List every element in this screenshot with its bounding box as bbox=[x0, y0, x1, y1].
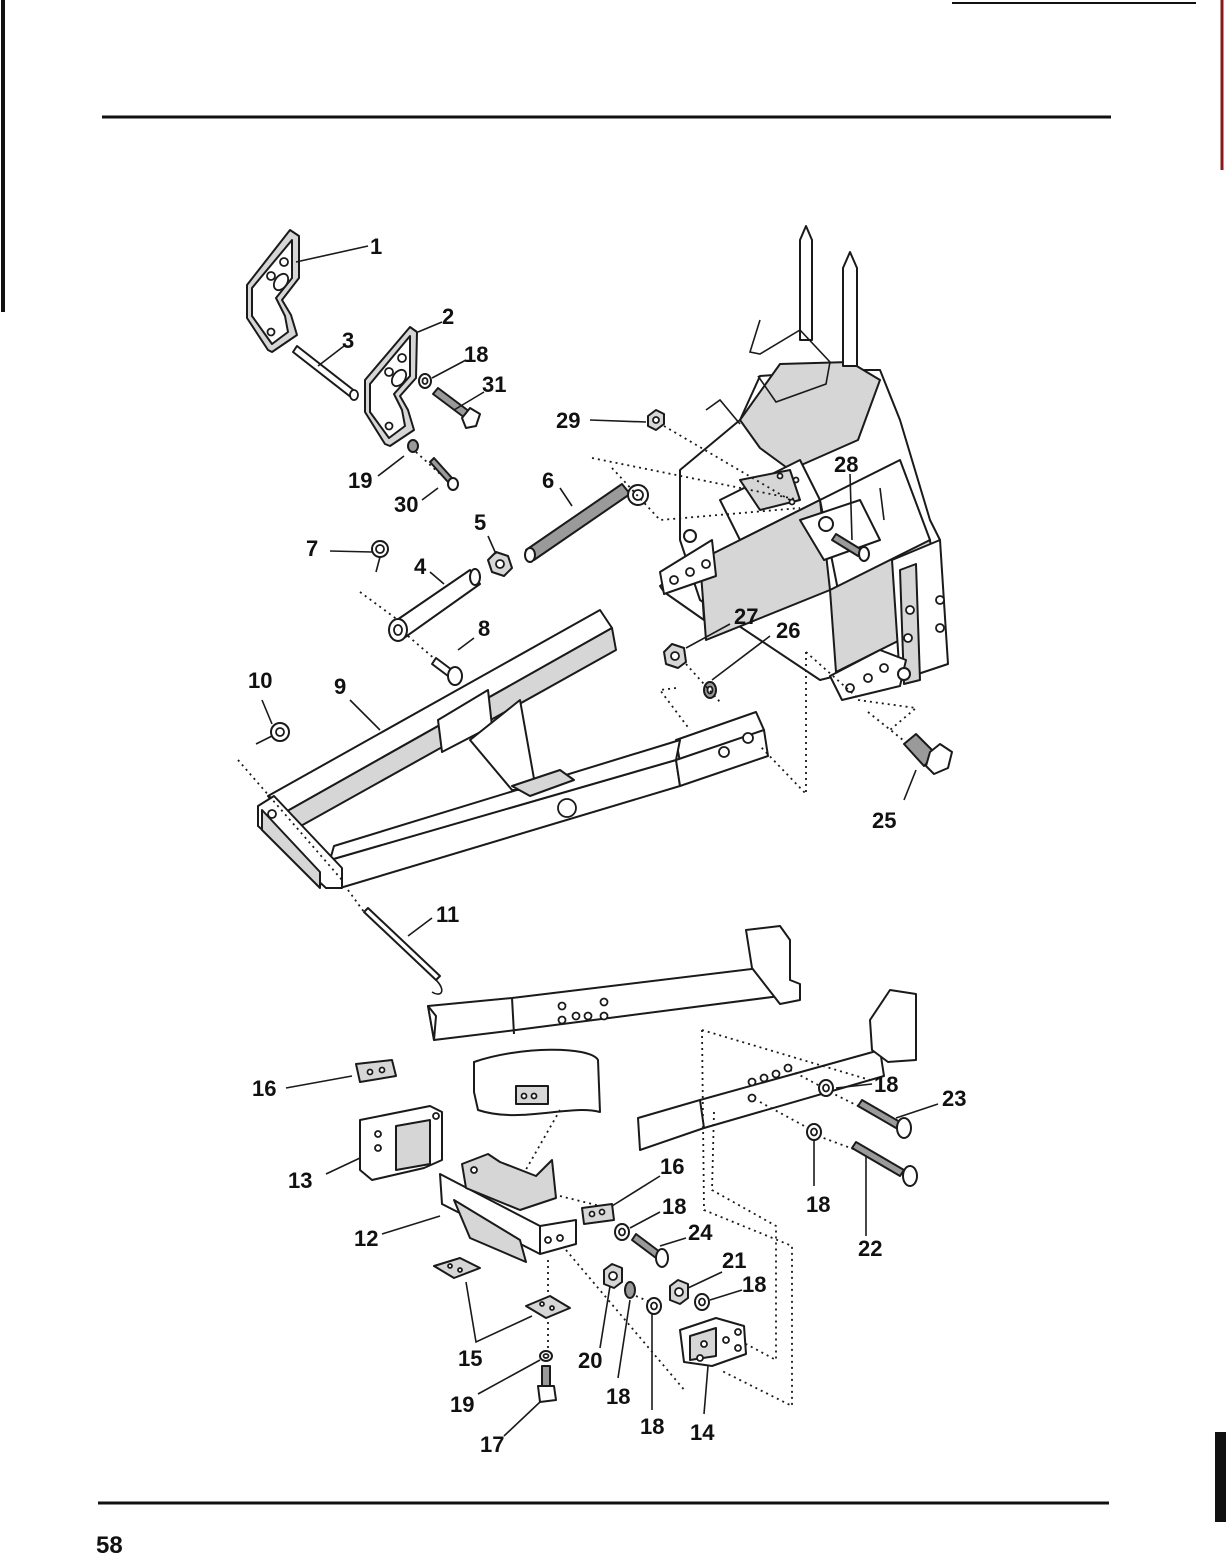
callout-label-18: 18 bbox=[662, 1194, 686, 1219]
part-13-bracket bbox=[360, 1106, 442, 1180]
callout-label-29: 29 bbox=[556, 408, 580, 433]
callout-label-22: 22 bbox=[858, 1236, 882, 1261]
part-6-threaded-rod bbox=[525, 484, 648, 562]
frame-rail-lower bbox=[638, 990, 916, 1150]
part-18-washer-bottom bbox=[540, 1351, 552, 1361]
callout-label-1: 1 bbox=[370, 234, 382, 259]
part-30-bolt bbox=[430, 458, 458, 490]
part-5-nut bbox=[488, 552, 512, 576]
part-22-bolt bbox=[852, 1142, 917, 1186]
part-16-block-right bbox=[582, 1204, 614, 1224]
part-18-washer-lower bbox=[647, 1298, 661, 1314]
callout-label-18: 18 bbox=[606, 1384, 630, 1409]
callout-label-6: 6 bbox=[542, 468, 554, 493]
part-1-hitch-plate bbox=[247, 230, 299, 352]
callout-label-18: 18 bbox=[640, 1414, 664, 1439]
part-23-bolt bbox=[858, 1100, 911, 1138]
callout-label-5: 5 bbox=[474, 510, 486, 535]
part-16-block-left bbox=[356, 1060, 396, 1082]
callout-label-20: 20 bbox=[578, 1348, 602, 1373]
part-19-lockwasher-lower bbox=[625, 1282, 635, 1298]
callout-label-31: 31 bbox=[482, 372, 506, 397]
callout-label-25: 25 bbox=[872, 808, 896, 833]
callout-label-9: 9 bbox=[334, 674, 346, 699]
callout-label-28: 28 bbox=[834, 452, 858, 477]
page-number: 58 bbox=[96, 1532, 123, 1560]
part-7-ring-pin bbox=[372, 541, 388, 572]
callout-label-16: 16 bbox=[252, 1076, 276, 1101]
callout-label-2: 2 bbox=[442, 304, 454, 329]
callout-label-12: 12 bbox=[354, 1226, 378, 1251]
part-25-bolt bbox=[904, 734, 952, 774]
part-8-bolt bbox=[432, 658, 462, 685]
callout-label-16: 16 bbox=[660, 1154, 684, 1179]
part-15-plate-b bbox=[526, 1296, 570, 1318]
right-edge-block bbox=[1215, 1432, 1226, 1522]
callout-label-18: 18 bbox=[806, 1192, 830, 1217]
callout-label-10: 10 bbox=[248, 668, 272, 693]
part-18-washer-top bbox=[419, 374, 431, 388]
part-29-nut bbox=[648, 410, 664, 430]
part-11-rod bbox=[364, 908, 442, 994]
detail-inset bbox=[474, 1050, 600, 1115]
callout-label-26: 26 bbox=[776, 618, 800, 643]
part-17-bolt bbox=[538, 1366, 556, 1402]
callout-label-19: 19 bbox=[450, 1392, 474, 1417]
callout-label-24: 24 bbox=[688, 1220, 713, 1245]
part-18-washer-right-a bbox=[819, 1080, 833, 1096]
callout-label-18: 18 bbox=[874, 1072, 898, 1097]
part-21-nut bbox=[670, 1280, 688, 1304]
callout-label-18: 18 bbox=[464, 342, 488, 367]
callout-label-7: 7 bbox=[306, 536, 318, 561]
part-3-pin bbox=[293, 346, 358, 400]
part-9-a-frame bbox=[258, 610, 768, 888]
callout-label-23: 23 bbox=[942, 1086, 966, 1111]
callout-label-18: 18 bbox=[742, 1272, 766, 1297]
callout-label-13: 13 bbox=[288, 1168, 312, 1193]
part-19-lockwasher bbox=[408, 440, 418, 452]
part-18-washer-right-b bbox=[807, 1124, 821, 1140]
part-10-ring-pin bbox=[256, 723, 289, 744]
hitch-housing bbox=[660, 362, 948, 700]
callout-label-11: 11 bbox=[436, 902, 459, 927]
part-4-collar-pin bbox=[389, 569, 480, 641]
part-18-washer-mid bbox=[615, 1224, 629, 1240]
callout-label-17: 17 bbox=[480, 1432, 504, 1457]
part-20-nut bbox=[604, 1264, 622, 1288]
callout-label-15: 15 bbox=[458, 1346, 482, 1371]
callout-label-19: 19 bbox=[348, 468, 372, 493]
callout-label-21: 21 bbox=[722, 1248, 746, 1273]
part-12-cradle bbox=[440, 1154, 576, 1262]
part-15-plate-a bbox=[434, 1258, 480, 1278]
part-14-clamp-plate bbox=[680, 1318, 746, 1366]
part-27-nut bbox=[664, 644, 686, 668]
part-24-bolt bbox=[632, 1234, 668, 1267]
callout-label-30: 30 bbox=[394, 492, 418, 517]
callout-label-14: 14 bbox=[690, 1420, 715, 1445]
callout-label-27: 27 bbox=[734, 604, 758, 629]
frame-rail-upper bbox=[428, 926, 800, 1040]
callout-label-4: 4 bbox=[414, 554, 427, 579]
callout-label-3: 3 bbox=[342, 328, 354, 353]
part-2-hitch-plate bbox=[365, 327, 417, 446]
callout-label-8: 8 bbox=[478, 616, 490, 641]
part-18-washer-lower-b bbox=[695, 1294, 709, 1310]
